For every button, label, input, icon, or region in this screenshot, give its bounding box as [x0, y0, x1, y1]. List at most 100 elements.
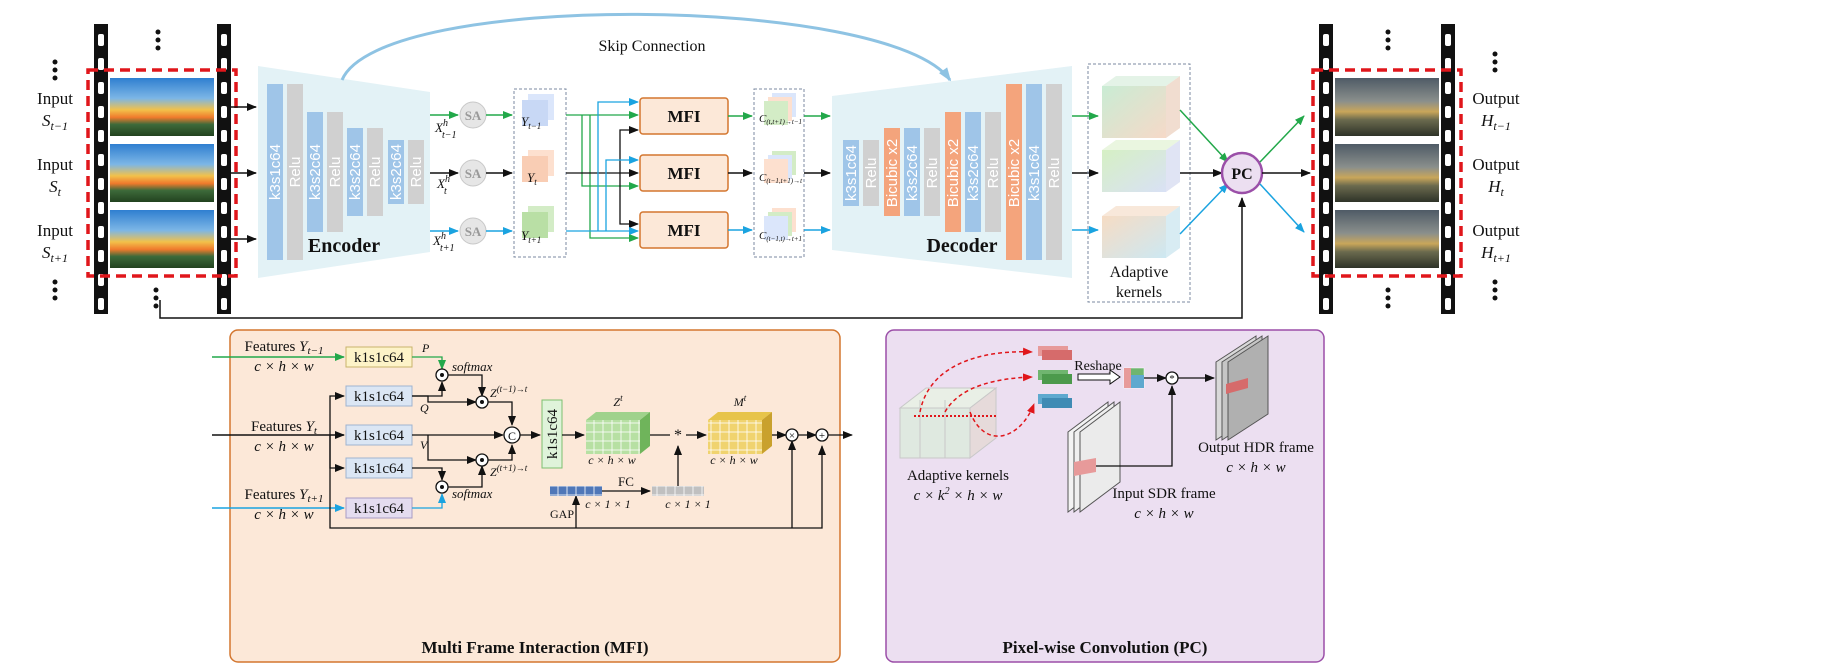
adaptive-kernels-box: Adaptive kernels	[1087, 63, 1191, 303]
decoder-layer-9	[1026, 84, 1042, 260]
y-label-2: Yt	[527, 170, 537, 187]
output-symbol-2: Ht	[1487, 177, 1504, 199]
encoder-layer-label-7: Relu	[408, 157, 425, 188]
encoder-layer-4	[347, 128, 363, 216]
mfi-zt: Zt	[613, 393, 623, 409]
encoder-layer-label-2: k3s2c64	[307, 144, 324, 200]
mfi-softmax-1: softmax	[452, 359, 493, 374]
encoder-layer-label-0: k3s1c64	[267, 144, 284, 200]
mfi-z-prev: Z(t−1)→t	[490, 384, 528, 400]
encoder-layer-2	[307, 112, 323, 232]
encoder-layer-0	[267, 84, 283, 260]
mfi-star: *	[674, 427, 682, 444]
skip-connection-arrow	[340, 12, 952, 82]
mfi-feature-label-1: Features Yt−1	[245, 339, 324, 357]
ellipsis-dots	[52, 29, 161, 309]
output-symbol-3: Ht+1	[1480, 243, 1511, 265]
decoder-layer-label-3: k3s2c64	[904, 145, 921, 201]
decoder-layer-label-0: k3s1c64	[843, 145, 860, 201]
encoder-layer-label-5: Relu	[367, 157, 384, 188]
c-label-2: C(t−1,t+1)→t	[759, 172, 803, 185]
mfi-panel-title: Multi Frame Interaction (MFI)	[421, 638, 648, 657]
sa-modules: SA SA SA	[459, 101, 487, 245]
decoder-layer-label-7: Relu	[985, 158, 1002, 189]
decoder-layer-1	[863, 140, 879, 206]
encoder-layer-1	[287, 84, 303, 260]
decoder-layer-8	[1006, 84, 1022, 260]
mfi-blocks: MFI MFI MFI	[639, 97, 729, 249]
encoder-layer-label-4: k3s2c64	[347, 144, 364, 200]
input-film-strip	[52, 24, 238, 314]
sa-label-2: SA	[465, 166, 482, 181]
y-label-3: Yt+1	[521, 228, 541, 245]
decoder-layer-label-4: Relu	[924, 158, 941, 189]
encoder-block: k3s1c64 Relu k3s2c64 Relu k3s2c64 Relu k…	[258, 66, 430, 278]
mfi-conv-vertical: k1s1c64	[545, 409, 561, 459]
encoder-layer-7	[408, 140, 424, 204]
c-features-box: C(t,t+1)→t−1 C(t−1,t+1)→t C(t−1,t)→t+1	[753, 88, 805, 258]
output-frame-2	[1335, 144, 1439, 202]
input-frame-2	[110, 144, 214, 202]
pc-output-hdr-label: Output HDR frame	[1198, 440, 1314, 456]
c-label-3: C(t−1,t)→t+1	[759, 230, 802, 243]
y-to-mfi-routing	[566, 98, 639, 242]
mfi-feature-label-2: Features Yt	[251, 419, 318, 437]
decoder-layer-6	[965, 112, 981, 232]
mfi-conv-4: k1s1c64	[354, 461, 404, 477]
pc-conv-star: *	[1169, 373, 1175, 385]
mfi-concat: C	[508, 429, 516, 443]
pc-reshape-label: Reshape	[1074, 359, 1121, 374]
pc-label: PC	[1231, 166, 1252, 183]
sa-label-1: SA	[465, 108, 482, 123]
output-labels: Output Ht−1 Output Ht Output Ht+1	[1472, 89, 1520, 265]
decoder-block: k3s1c64 Relu Bicubic x2 k3s2c64 Relu Bic…	[832, 66, 1072, 278]
decoder-layer-3	[904, 128, 920, 216]
output-symbol-1: Ht−1	[1480, 111, 1511, 133]
decoder-layer-label-10: Relu	[1046, 158, 1063, 189]
mfi-z-next: Z(t+1)→t	[490, 463, 528, 479]
mfi-conv-3: k1s1c64	[354, 428, 404, 444]
input-word-3: Input	[37, 221, 73, 240]
output-film-strip	[1311, 24, 1498, 314]
c-to-decoder-arrows	[804, 112, 831, 234]
input-arrows	[231, 103, 257, 243]
decoder-layer-2	[884, 128, 900, 216]
kernel-strips	[1038, 346, 1072, 408]
y-features-box: Yt−1 Yt Yt+1	[513, 88, 567, 258]
mfi-feature-dims-1: c × h × w	[254, 359, 313, 375]
decoder-layer-5	[945, 112, 961, 232]
mfi-conv-1: k1s1c64	[354, 350, 404, 366]
encoder-layer-label-3: Relu	[327, 157, 344, 188]
output-word-3: Output	[1472, 221, 1520, 240]
pc-ak-dims: c × k2 × h × w	[914, 486, 1003, 504]
mfi-q-label: Q	[420, 401, 429, 415]
input-symbol-1: St−1	[42, 111, 68, 133]
adaptive-kernels-label-1: Adaptive	[1110, 264, 1169, 281]
decoder-layer-4	[924, 128, 940, 216]
input-frame-3	[110, 210, 214, 268]
pc-input-dims: c × h × w	[1134, 506, 1193, 522]
mfi-gap-dims: c × 1 × 1	[585, 497, 631, 511]
mfi-gap-label: GAP	[550, 507, 574, 521]
decoder-to-kernels-arrows	[1072, 112, 1099, 234]
output-frame-1	[1335, 78, 1439, 136]
encoder-layer-5	[367, 128, 383, 216]
encoder-layer-3	[327, 112, 343, 232]
decoder-title: Decoder	[926, 235, 997, 257]
svg-text:×: ×	[789, 430, 795, 442]
pc-node: PC	[1220, 151, 1264, 195]
pc-input-sdr-label: Input SDR frame	[1112, 486, 1216, 502]
fc-vector	[652, 486, 704, 496]
pc-output-dims: c × h × w	[1226, 460, 1285, 476]
y-label-1: Yt−1	[521, 114, 541, 131]
input-word-2: Input	[37, 155, 73, 174]
pc-to-output-arrows	[1259, 115, 1311, 233]
mfi-label-3: MFI	[667, 221, 700, 240]
decoder-layer-10	[1046, 84, 1062, 260]
c-label-1: C(t,t+1)→t−1	[759, 113, 802, 126]
adaptive-kernels-label-2: kernels	[1116, 284, 1162, 301]
pc-adaptive-kernels-label: Adaptive kernels	[907, 468, 1009, 484]
